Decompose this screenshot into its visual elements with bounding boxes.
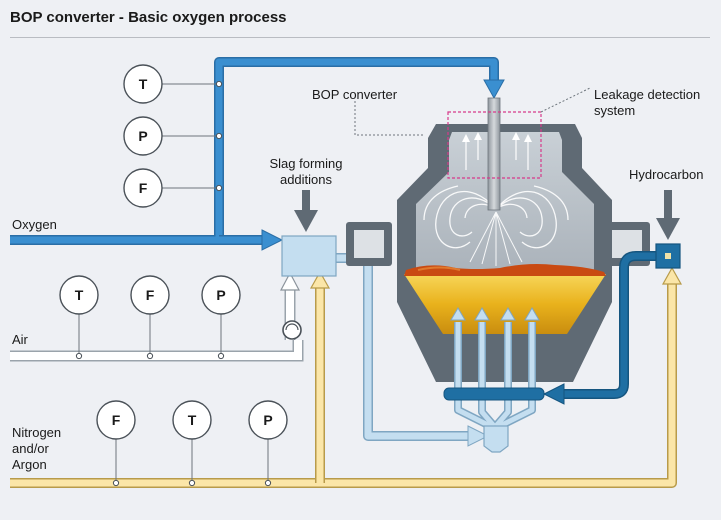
oxygen-arrow-to-lance [483,79,505,100]
gauge-oxygen-temperature-letter: T [139,76,148,92]
gauge-oxygen-pressure [123,116,163,156]
gas-mixing-box [281,235,337,277]
label-air: Air [12,332,28,347]
label-hydrocarbon: Hydrocarbon [629,167,704,182]
gauge-oxygen-flow [123,168,163,208]
label-oxygen: Oxygen [12,217,57,232]
gauge-nitrogen-pressure [248,400,288,440]
label-slag-line2: additions [279,172,333,187]
slag-additions-arrow [294,190,318,232]
hydrocarbon-arrow [542,383,565,405]
oxygen-tap-points [215,80,223,192]
gauge-air-temperature-letter: T [75,287,84,303]
hydrocarbon-input-arrow [656,190,680,240]
gauge-air-flow [130,275,170,315]
air-tap-points [75,352,225,360]
nitrogen-arrow-to-hydrocarbon [661,266,683,285]
page-title: BOP converter - Basic oxygen process [10,9,287,26]
converter-leader [354,101,425,136]
bottom-distributor [483,425,509,453]
oxygen-instruments [162,83,219,189]
gauge-nitrogen-pressure-letter: P [263,412,272,428]
oxygen-arrow-to-mixer [261,229,284,251]
gauge-air-temperature [59,275,99,315]
label-nitrogen-line2: and/or [12,441,49,456]
label-nitrogen-line3: Argon [12,457,47,472]
gauge-nitrogen-flow-letter: F [112,412,121,428]
bottom-tuyeres [454,322,536,430]
gauge-air-pressure [201,275,241,315]
leakage-detection-box [447,111,542,179]
air-compressor-symbol [285,323,299,331]
label-leakage-line1: Leakage detection [594,87,701,102]
hydrocarbon-manifold [443,387,545,401]
oxygen-lance [487,97,501,211]
air-instruments [78,314,222,356]
gauge-oxygen-temperature [123,64,163,104]
bottom-gas-arrow [467,425,490,447]
gauge-air-flow-letter: F [146,287,155,303]
label-nitrogen-line1: Nitrogen [12,425,62,440]
nitrogen-tap-points [112,479,272,487]
gas-flow-lines [423,138,569,266]
nitrogen-arrow-to-mixer [309,270,331,289]
label-leakage-line2: system [594,103,636,118]
oxygen-line [10,57,499,245]
hydrocarbon-line [560,251,662,399]
gauge-nitrogen-temperature [172,400,212,440]
air-arrow-to-mixer [280,271,300,291]
tuyere-arrowheads [450,307,540,321]
nitrogen-instruments [115,439,269,483]
gauge-air-pressure-letter: P [216,287,225,303]
title-divider [10,37,710,38]
gauge-oxygen-pressure-letter: P [138,128,147,144]
label-bop-converter: BOP converter [312,87,398,102]
nitrogen-argon-line [10,282,677,488]
air-line [10,286,304,362]
gauge-nitrogen-flow [96,400,136,440]
label-slag-line1: Slag forming [269,156,343,171]
leakage-leader [540,87,591,113]
gauge-oxygen-flow-letter: F [139,180,148,196]
gauge-nitrogen-temperature-letter: T [188,412,197,428]
gas-flow-arrowheads [462,132,532,142]
